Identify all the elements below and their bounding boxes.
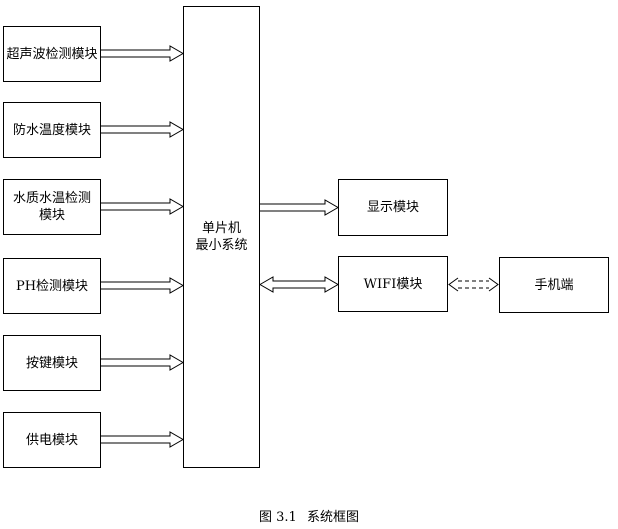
mcu-label-line2: 最小系统 <box>195 238 248 253</box>
phone-box: 手机端 <box>499 257 609 313</box>
wifi-module-label: WIFI模块 <box>363 276 423 292</box>
figure-title: 系统框图 <box>306 510 359 525</box>
power-module-label: 供电模块 <box>25 432 78 448</box>
mcu-box: 单片机 最小系统 <box>183 6 260 468</box>
wireless-arrowhead-left <box>448 277 459 292</box>
wireless-link-wifi-phone <box>458 280 489 289</box>
temperature-module-box: 防水温度模块 <box>3 102 101 158</box>
arrow-ultrasonic-to-mcu <box>101 45 185 62</box>
display-module-label: 显示模块 <box>366 200 419 215</box>
keys-module-box: 按键模块 <box>3 335 101 391</box>
arrow-water-quality-to-mcu <box>101 198 185 215</box>
power-module-box: 供电模块 <box>3 412 101 468</box>
ph-module-box: PH检测模块 <box>3 258 101 314</box>
figure-number: 图 3.1 <box>259 510 297 525</box>
water-quality-module-label: 水质水温检测模块 <box>12 191 91 223</box>
arrow-ph-to-mcu <box>101 277 185 294</box>
ultrasonic-module-box: 超声波检测模块 <box>3 26 101 82</box>
mcu-label-line1: 单片机 <box>201 221 241 236</box>
display-module-box: 显示模块 <box>338 179 448 236</box>
arrow-keys-to-mcu <box>101 354 185 371</box>
keys-module-label: 按键模块 <box>25 355 78 371</box>
arrow-temperature-to-mcu <box>101 121 185 138</box>
temperature-module-label: 防水温度模块 <box>12 122 91 138</box>
ultrasonic-module-label: 超声波检测模块 <box>6 46 98 62</box>
arrow-mcu-to-display <box>260 199 340 216</box>
ph-module-label: PH检测模块 <box>15 278 89 294</box>
water-quality-module-box: 水质水温检测模块 <box>3 179 101 235</box>
arrow-mcu-wifi-bidirectional <box>258 276 340 293</box>
wifi-module-box: WIFI模块 <box>338 256 448 312</box>
wireless-arrowhead-right <box>488 277 499 292</box>
figure-caption: 图 3.1 系统框图 <box>0 506 618 525</box>
phone-label: 手机端 <box>534 277 574 293</box>
arrow-power-to-mcu <box>101 431 185 448</box>
